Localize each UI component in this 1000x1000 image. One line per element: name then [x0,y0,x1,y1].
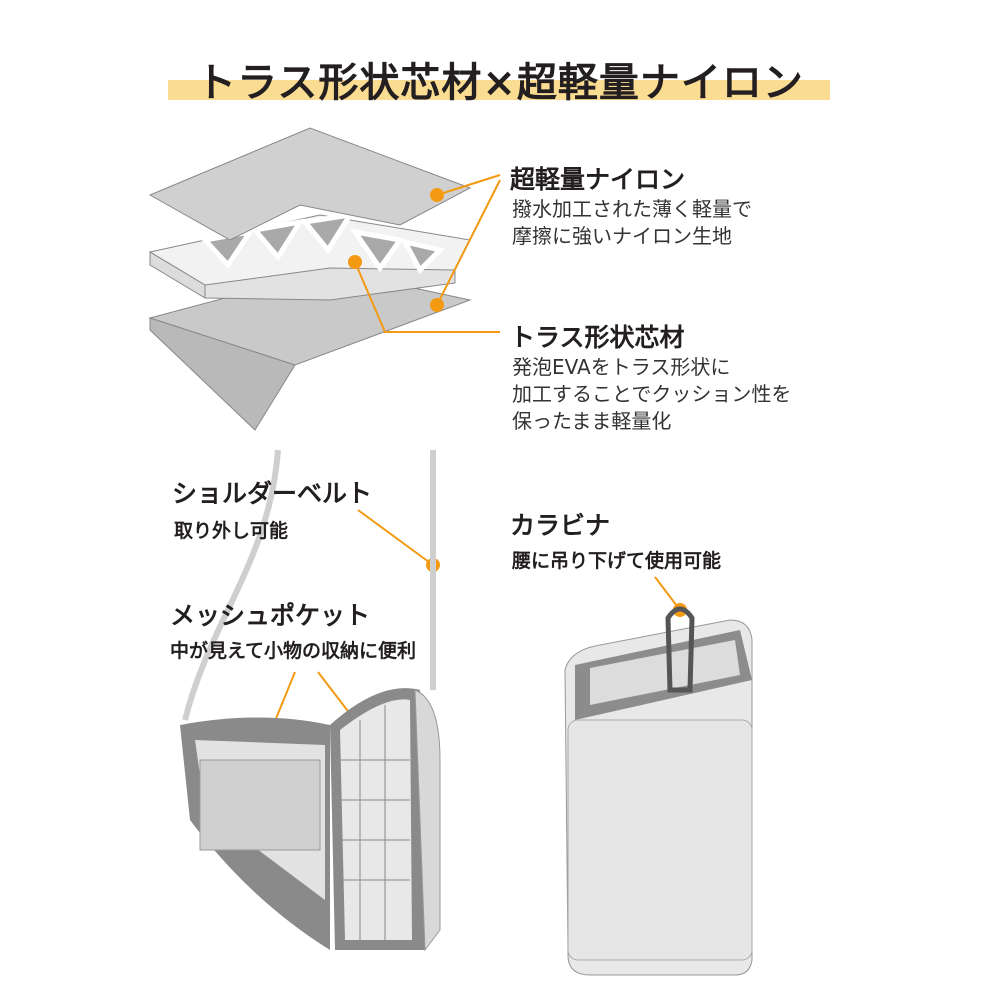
truss-desc-3: 保ったまま軽量化 [512,409,672,433]
truss-heading: トラス形状芯材 [510,323,685,352]
top-nylon-sheet [148,127,472,241]
nylon-desc-2: 摩擦に強いナイロン生地 [512,224,732,248]
truss-core-layer [148,211,471,301]
nylon-desc-1: 撥水加工された薄く軽量で [512,197,752,221]
shoulder-heading: ショルダーベルト [172,479,373,508]
truss-desc-2: 加工することでクッション性を [512,382,792,406]
mesh-sub: 中が見えて小物の収納に便利 [170,640,417,662]
carabiner-heading: カラビナ [510,511,611,540]
page-title: トラス形状芯材×超軽量ナイロン [196,60,804,106]
title-highlight [168,80,830,100]
case-with-carabiner [564,606,753,976]
shoulder-sub: 取り外し可能 [174,520,289,542]
nylon-heading: 超軽量ナイロン [510,165,686,194]
bottom-nylon-sheet [148,269,472,431]
sacoche-bag [180,688,441,952]
truss-desc-1: 発泡EVAをトラス形状に [512,355,731,379]
mesh-heading: メッシュポケット [170,601,371,630]
shoulder-strap [182,449,436,721]
carabiner-sub: 腰に吊り下げて使用可能 [512,550,722,572]
